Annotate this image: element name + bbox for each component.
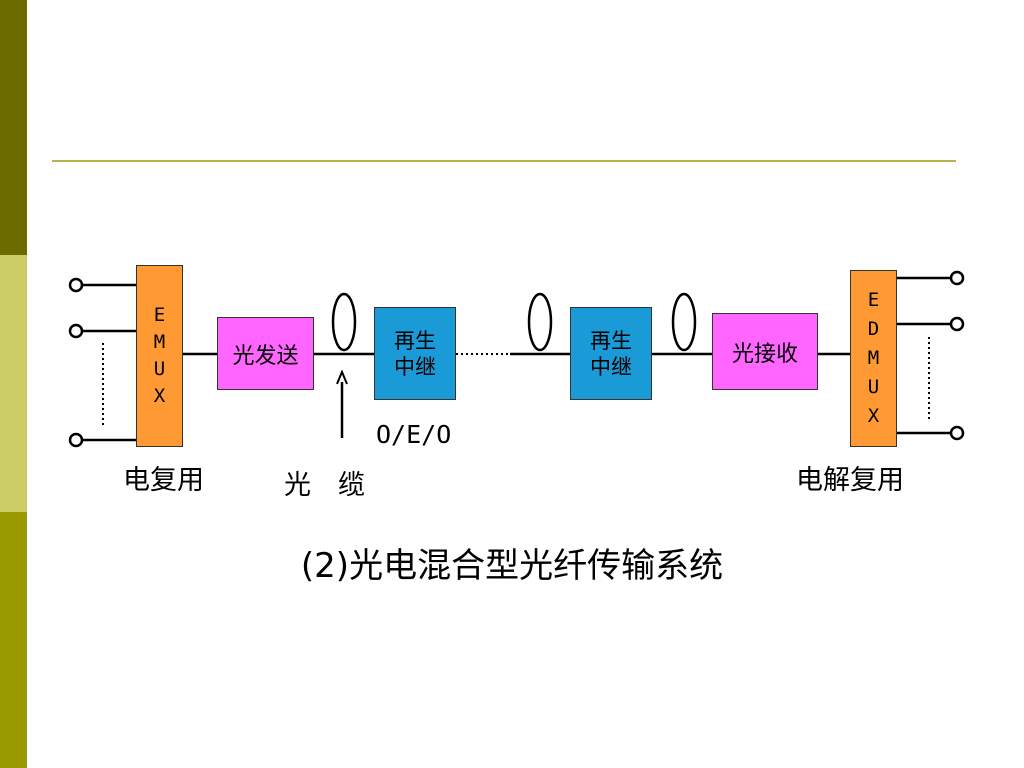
regen-2-line2: 中继 [590, 354, 632, 379]
optical-receive-block: 光接收 [712, 313, 818, 390]
regen-1-line2: 中继 [394, 354, 436, 379]
emux-block: E M U X [136, 265, 183, 447]
regen-2-line1: 再生 [590, 328, 632, 353]
edmux-letter: M [867, 347, 880, 369]
edmux-block: E D M U X [850, 270, 897, 447]
emux-letter: X [153, 385, 166, 407]
emux-letter: M [153, 331, 166, 353]
regenerator-block-1: 再生 中继 [374, 307, 456, 400]
optical-transmit-block: 光发送 [217, 317, 314, 390]
emux-letter: U [153, 358, 166, 380]
regenerator-block-2: 再生 中继 [570, 307, 652, 400]
title-rule [52, 160, 956, 162]
electrical-mux-label: 电复用 [123, 465, 204, 496]
edmux-letter: E [867, 289, 880, 311]
emux-letter: E [153, 304, 166, 326]
edmux-letter: X [867, 405, 880, 427]
optical-cable-label: 光 缆 [284, 470, 365, 501]
optical-receive-label: 光接收 [731, 341, 798, 367]
sidebar-band-light [0, 255, 27, 512]
sidebar-band-dark [0, 0, 27, 255]
sidebar-band-olive [0, 512, 27, 768]
optical-transmit-label: 光发送 [232, 343, 299, 369]
figure-caption: (2)光电混合型光纤传输系统 [300, 546, 724, 586]
regen-1-line1: 再生 [394, 328, 436, 353]
edmux-letter: U [867, 376, 880, 398]
electrical-demux-label: 电解复用 [796, 465, 904, 496]
oeo-label: O/E/O [376, 420, 452, 449]
edmux-letter: D [867, 318, 880, 340]
